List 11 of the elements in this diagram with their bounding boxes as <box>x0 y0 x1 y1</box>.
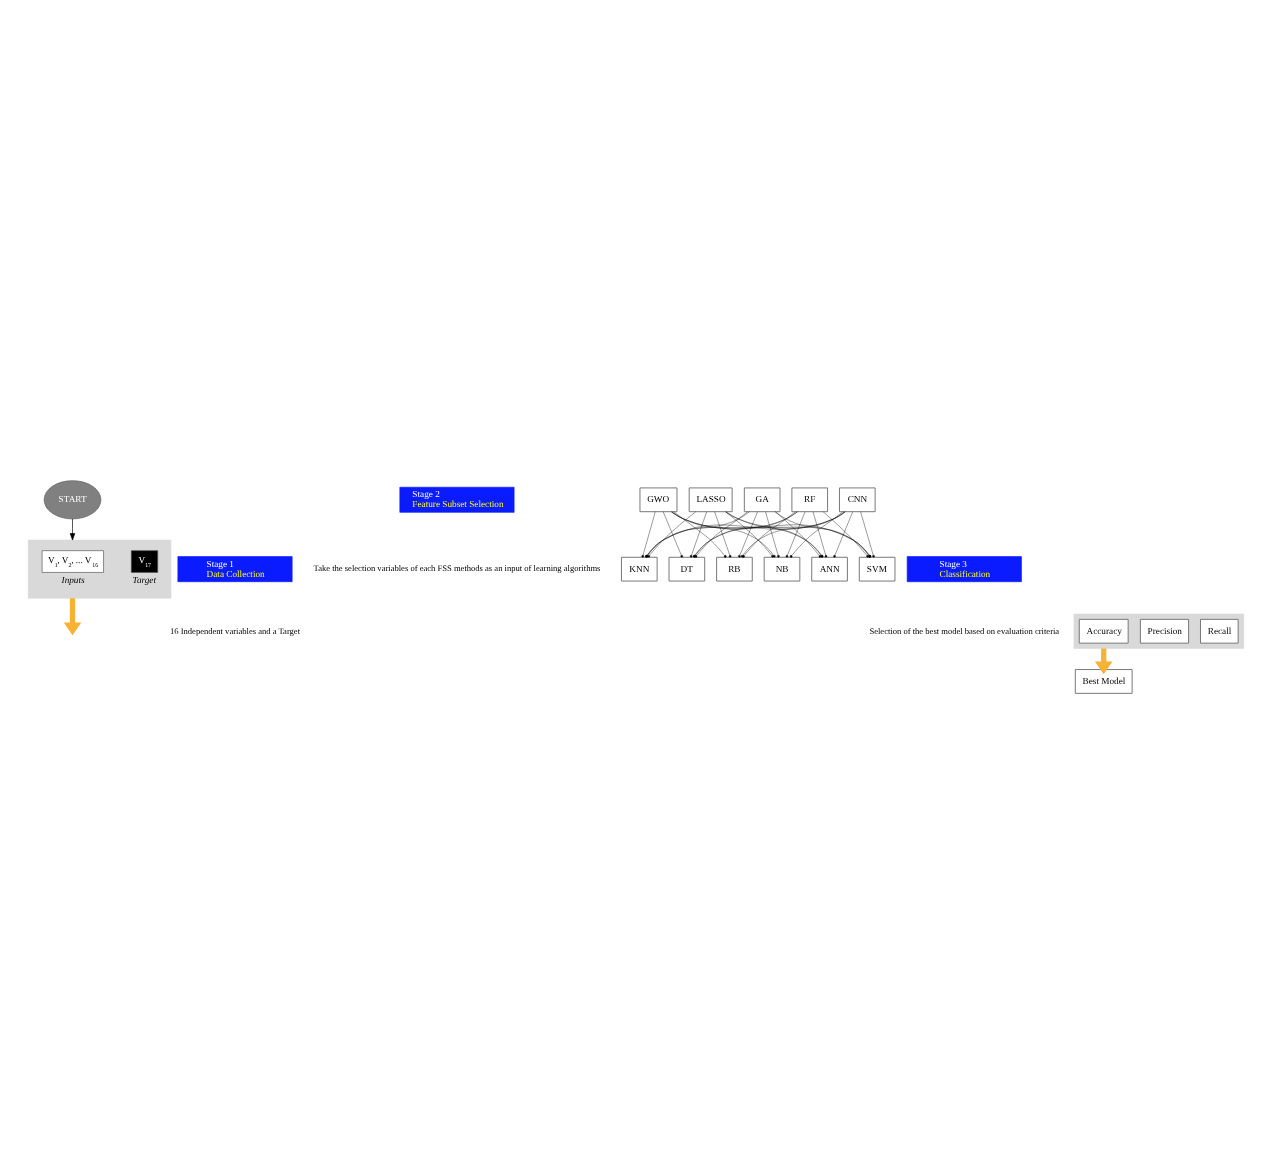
cluster <box>27 539 172 599</box>
connector <box>765 511 780 558</box>
cluster <box>1073 613 1245 649</box>
arrow <box>63 598 82 636</box>
connector <box>714 511 732 558</box>
connector <box>662 511 684 558</box>
arrow <box>69 518 76 541</box>
connector <box>833 511 853 558</box>
connector <box>785 511 806 558</box>
connector <box>860 511 875 558</box>
connector <box>641 511 656 558</box>
